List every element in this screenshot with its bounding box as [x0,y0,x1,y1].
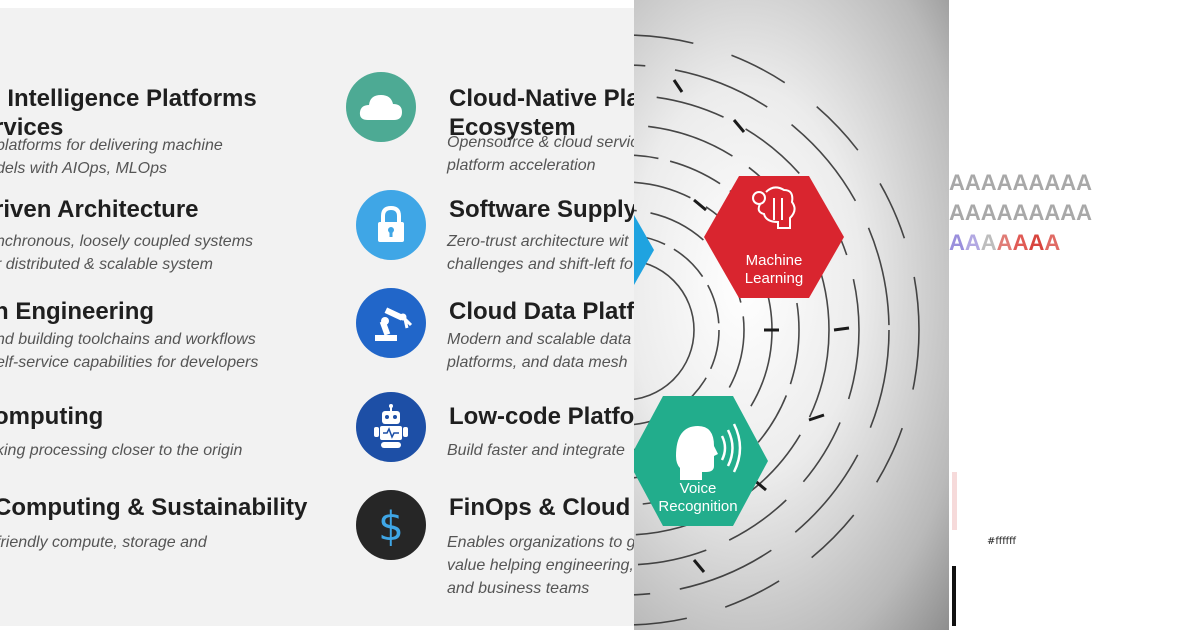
item-title: Low-code Platfo [449,403,634,430]
item-desc: Build faster and integrate [447,442,625,459]
item-title: Cloud-Native Pla [449,85,634,112]
item-desc: nchronous, loosely coupled systems [0,233,254,250]
svg-text:$: $ [378,504,403,548]
ai-circuit-image: Machine Learning Voice Recognition [634,0,949,630]
item-desc: platform acceleration [447,157,596,174]
color-code-label: #ffffff [987,536,1017,547]
features-slide: l Intelligence Platforms rvices platform… [0,8,634,626]
item-desc: dels with AIOps, MLOps [0,160,168,177]
lock-icon [356,190,426,260]
machine-learning-hexagon: Machine Learning [704,176,844,298]
sample-letter: A [964,230,981,255]
hexagon-label: Voice Recognition [658,480,738,515]
dollar-icon: $ [356,490,426,560]
item-desc: elf-service capabilities for developers [0,354,259,371]
item-title: rvices [0,114,64,141]
divider-line [952,566,956,626]
item-desc: r distributed & scalable system [0,256,213,273]
item-desc: king processing closer to the origin [0,442,243,459]
sample-row-colored: AAAAAAA [949,230,1060,256]
robot-arm-icon [356,288,426,358]
sample-letter: A [1012,230,1029,255]
sample-letter: A [949,230,965,255]
item-desc: and business teams [447,580,590,597]
item-desc: nd building toolchains and workflows [0,331,256,348]
brain-gear-icon [752,186,796,229]
hexagon-partial [634,215,654,285]
sample-letter: A [1044,230,1061,255]
item-title: omputing [0,403,104,430]
item-desc: value helping engineering, [447,557,634,574]
item-desc: friendly compute, storage and [0,534,207,551]
item-desc: platforms for delivering machine [0,137,223,154]
robot-icon [356,392,426,462]
voice-recognition-hexagon: Voice Recognition [634,396,768,526]
item-title: l Intelligence Platforms [0,85,257,112]
swatch-bar [952,472,957,530]
hexagon-label: Machine Learning [744,252,804,287]
item-title: Software Supply [449,196,634,223]
item-desc: Opensource & cloud servic [447,134,634,151]
item-title: n Engineering [0,298,155,325]
item-title: riven Architecture [0,196,199,223]
item-title: FinOps & Cloud [449,494,631,521]
sample-row: AAAAAAAAA [949,200,1092,225]
item-title: Ecosystem [449,114,576,141]
font-sample-panel: AAAAAAAAA AAAAAAAAA AAAAAAA #ffffff [949,0,1200,630]
item-desc: Zero-trust architecture wit [447,233,629,250]
item-title: Cloud Data Platf [449,298,634,325]
circuit-pattern [634,34,920,626]
cloud-icon [346,72,416,142]
item-desc: challenges and shift-left fo [447,256,633,273]
sample-row: AAAAAAAAA [949,170,1092,195]
sample-letter: A [1028,230,1045,255]
item-title: Computing & Sustainability [0,494,308,521]
item-desc: Modern and scalable data [447,331,632,348]
item-desc: Enables organizations to g [447,534,634,551]
sample-letter: A [980,230,997,255]
item-desc: platforms, and data mesh [447,354,628,371]
sample-letter: A [996,230,1013,255]
speaking-head-icon [676,426,718,480]
